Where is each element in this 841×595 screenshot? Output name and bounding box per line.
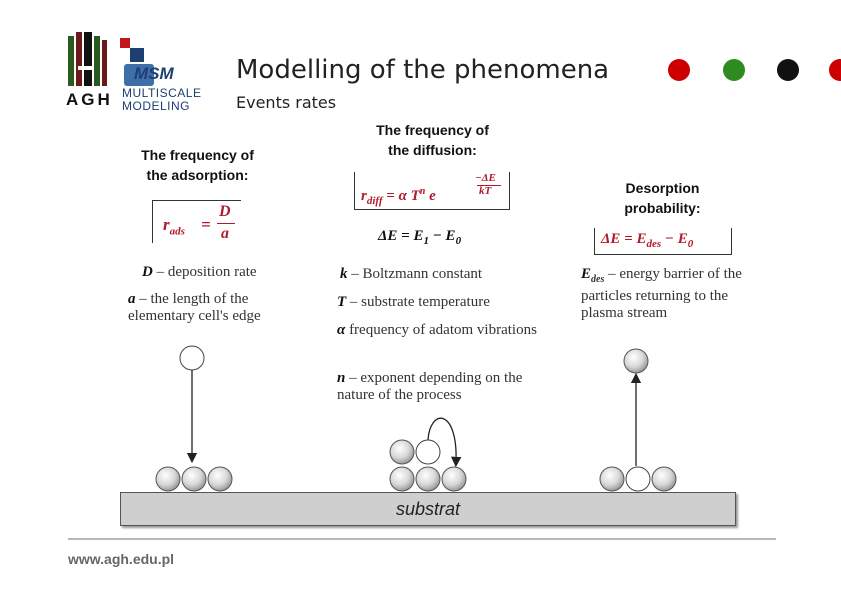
substrate-label: substrat	[395, 499, 461, 519]
footer-divider	[68, 538, 776, 540]
adsorption-desc-d: D – deposition rate	[142, 264, 257, 280]
diffusion-heading: The frequency of the diffusion:	[376, 122, 489, 158]
diffusion-desc-alpha: α frequency of adatom vibrations	[337, 322, 537, 338]
diffusion-exp-num: −ΔE	[475, 172, 496, 184]
diffusion-desc-k: k – Boltzmann constant	[340, 266, 483, 282]
diffusion-formula: rdiff = α Tn e −ΔE kT	[354, 172, 510, 210]
surface-atom-icon	[155, 466, 181, 492]
diffusion-desc-n: n – exponent depending on the nature of …	[337, 370, 523, 403]
surface-atom-icon	[207, 466, 233, 492]
green-dot-icon	[723, 59, 745, 81]
adsorbing-atom-icon	[179, 345, 205, 371]
desorption-heading: Desorption probability:	[624, 180, 701, 216]
adsorption-desc-a: a – the length of the elementary cell's …	[128, 291, 261, 324]
agh-logo: AGH MSM MULTISCALE MODELING	[66, 30, 202, 113]
agh-emblem-icon	[68, 32, 107, 86]
adsorption-heading: The frequency of the adsorption:	[141, 147, 254, 183]
red-dot-partial-icon	[829, 59, 841, 81]
surface-atom-icon	[651, 466, 677, 492]
page-title: Modelling of the phenomena	[236, 55, 610, 85]
logo-modeling: MODELING	[122, 99, 191, 113]
black-dot-icon	[777, 59, 799, 81]
desorbing-atom-icon	[623, 348, 649, 374]
surface-atom-icon	[599, 466, 625, 492]
adsorption-formula: rads = D a	[152, 200, 241, 243]
surface-atom-icon	[181, 466, 207, 492]
logo-multiscale: MULTISCALE	[122, 86, 202, 100]
footer-url[interactable]: www.agh.edu.pl	[68, 551, 175, 567]
diffusion-desc-t: T – substrate temperature	[337, 294, 490, 310]
substrate-bar: substrat	[120, 492, 736, 526]
msm-logo-mark: MSM	[120, 38, 200, 88]
red-dot-icon	[668, 59, 690, 81]
adsorption-lhs: rads	[163, 215, 185, 238]
diffusion-arrow-icon	[427, 417, 462, 468]
msm-logo-text: MSM	[134, 64, 174, 83]
diffusion-exp-den: kT	[479, 185, 492, 197]
surface-atom-icon	[415, 466, 441, 492]
surface-atom-icon	[441, 466, 467, 492]
vacancy-atom-icon	[625, 466, 651, 492]
desorption-formula: ΔE = Edes − E0	[594, 228, 732, 255]
agh-logo-text: AGH	[66, 90, 113, 109]
page-subtitle: Events rates	[236, 93, 337, 112]
desorption-desc: Edes – energy barrier of the particles r…	[581, 266, 742, 321]
diffusion-delta-e: ΔE = E1 − E0	[378, 228, 462, 247]
surface-atom-icon	[389, 466, 415, 492]
adsorption-eq: =	[201, 215, 211, 234]
adsorption-denominator: a	[221, 225, 229, 242]
diffusing-atom-icon	[415, 439, 441, 465]
surface-atom-icon	[389, 439, 415, 465]
diffusion-lhs: rdiff = α Tn e	[361, 186, 436, 207]
adsorption-numerator: D	[219, 203, 231, 220]
